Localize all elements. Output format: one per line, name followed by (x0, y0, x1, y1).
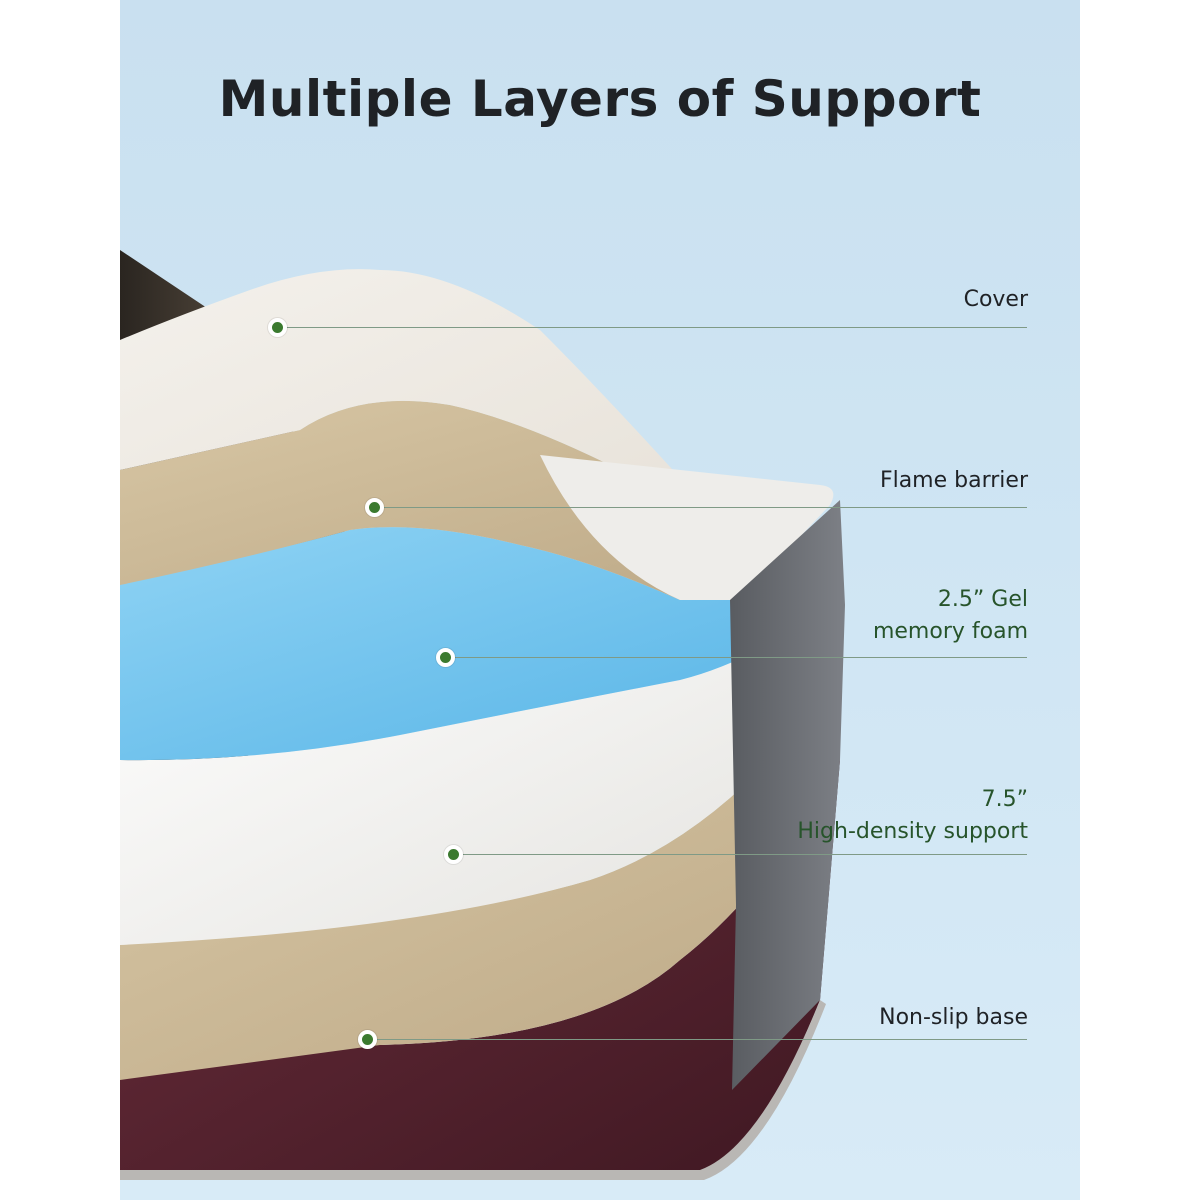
leader-line-high-density-support (462, 854, 1027, 855)
label-cover-line-1: Cover (963, 287, 1028, 312)
dot-marker-icon (358, 1030, 377, 1049)
label-non-slip-base: Non-slip base (879, 1002, 1028, 1034)
leader-line-gel-memory-foam (454, 657, 1027, 658)
leader-line-cover (284, 327, 1027, 328)
layer-non-slip-base (120, 760, 840, 1175)
label-gel-memory-foam: 2.5” Gel memory foam (873, 584, 1028, 648)
dot-marker-icon (268, 318, 287, 337)
label-high-density-support-line-1: 7.5” (981, 787, 1028, 812)
label-high-density-support: 7.5” High-density support (797, 784, 1028, 848)
mattress-cutaway-illustration (120, 250, 845, 1180)
dot-marker-icon (365, 498, 384, 517)
label-flame-barrier: Flame barrier (880, 465, 1028, 497)
label-high-density-support-line-2: High-density support (797, 819, 1028, 844)
mattress-side-fabric (730, 500, 845, 1090)
label-gel-memory-foam-line-2: memory foam (872, 619, 1028, 644)
layer-tan-lower (120, 760, 840, 1080)
dot-marker-icon (436, 648, 455, 667)
label-gel-memory-foam-line-1: 2.5” Gel (937, 587, 1028, 612)
page-title: Multiple Layers of Support (218, 70, 982, 128)
leader-line-flame-barrier (382, 507, 1027, 508)
layer-cover (120, 269, 840, 595)
label-flame-barrier-line-1: Flame barrier (879, 468, 1028, 493)
image-panel: Multiple Layers of Support Cover Flame b… (120, 0, 1080, 1200)
label-non-slip-base-line-1: Non-slip base (879, 1005, 1028, 1030)
layer-high-density-support (120, 595, 840, 945)
leader-line-non-slip-base (376, 1039, 1027, 1040)
label-cover: Cover (964, 284, 1028, 316)
dot-marker-icon (444, 845, 463, 864)
layer-gel-memory-foam (120, 527, 840, 761)
mattress-top-surface (540, 455, 834, 600)
